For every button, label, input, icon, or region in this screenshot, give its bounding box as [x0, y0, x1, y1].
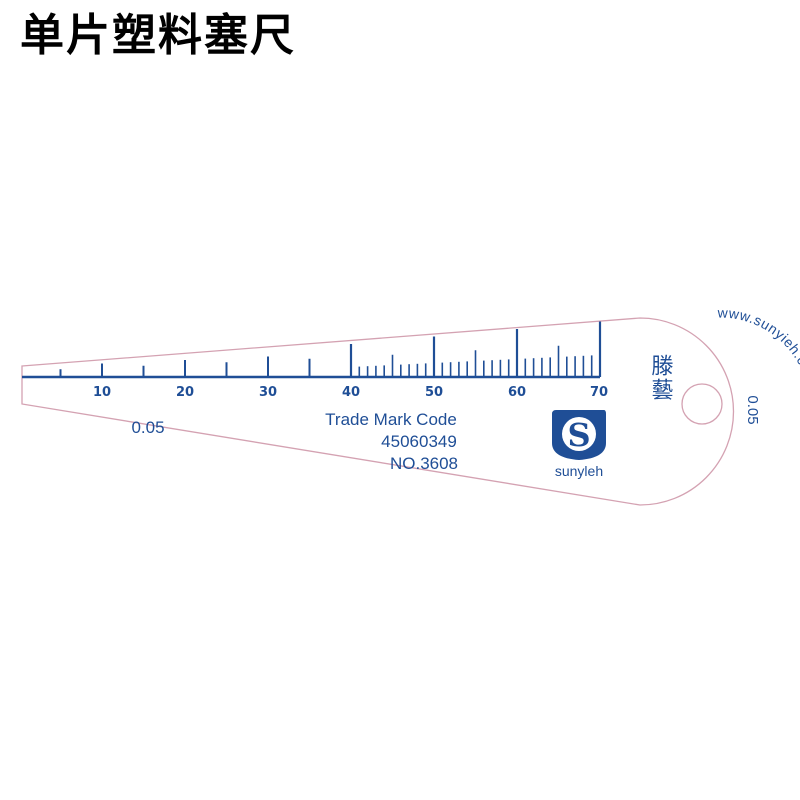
thickness-label-left: 0.05	[131, 418, 164, 437]
scale-label-70: 70	[590, 385, 608, 400]
scale-label-40: 40	[342, 385, 360, 400]
scale-ticks	[59, 321, 602, 377]
chinese-brand: 滕藝	[648, 354, 674, 402]
scale-label-50: 50	[425, 385, 443, 400]
trademark-code: 45060349	[381, 432, 457, 451]
brand-name: sunyleh	[555, 463, 603, 479]
scale-label-20: 20	[176, 385, 194, 400]
model-number: NO.3608	[390, 454, 458, 473]
scale-label-60: 60	[508, 385, 526, 400]
thickness-label-right: 0.05	[744, 395, 761, 424]
trademark-label: Trade Mark Code	[325, 410, 457, 429]
page-title: 单片塑料塞尺	[20, 10, 296, 61]
scale-label-30: 30	[259, 385, 277, 400]
sunyleh-s-logo-icon: S	[552, 410, 606, 460]
scale-numbers: 10 20 30 40 50 60 70	[93, 385, 608, 400]
svg-text:S: S	[567, 416, 590, 454]
hanging-hole-icon	[681, 383, 723, 425]
gauge-outline	[21, 317, 735, 506]
scale-label-10: 10	[93, 385, 111, 400]
